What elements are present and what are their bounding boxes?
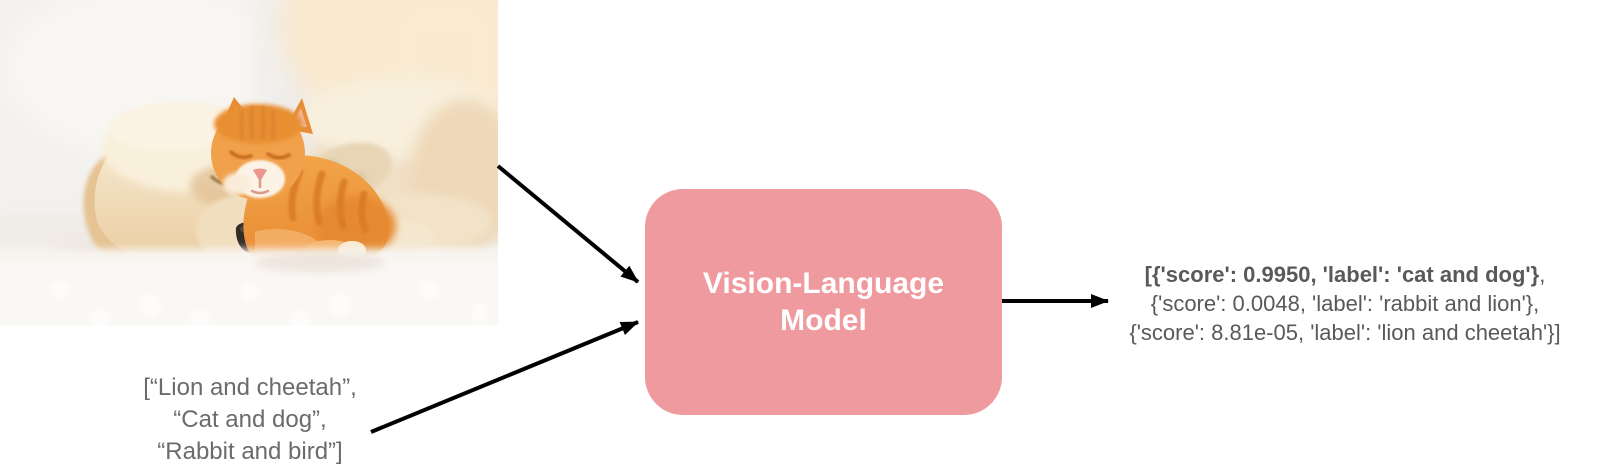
output-line-3: {'score': 8.81e-05, 'label': 'lion and c…	[1129, 320, 1561, 345]
arrow-image-to-model	[496, 164, 640, 284]
puppy-and-kitten-illustration	[0, 0, 498, 325]
model-label-line2: Model	[780, 304, 867, 337]
arrow-text-to-model	[370, 320, 639, 434]
model-label-line1: Vision-Language	[702, 267, 945, 300]
model-output-scores: [{'score': 0.9950, 'label': 'cat and dog…	[1090, 260, 1600, 347]
candidate-label-line: [“Lion and cheetah”,	[143, 374, 357, 401]
candidate-label-line: “Cat and dog”,	[173, 406, 327, 433]
vision-language-model-box: Vision-Language Model	[645, 189, 1002, 415]
puppy-and-kitten-photo	[0, 0, 498, 325]
output-line-1-tail: ,	[1539, 262, 1546, 287]
candidate-label-line: “Rabbit and bird”]	[157, 438, 343, 465]
output-line-1: [{'score': 0.9950, 'label': 'cat and dog…	[1090, 260, 1600, 289]
output-line-1-bold: [{'score': 0.9950, 'label': 'cat and dog…	[1144, 262, 1540, 287]
candidate-labels-list: [“Lion and cheetah”, “Cat and dog”, “Rab…	[100, 372, 400, 468]
output-line-2: {'score': 0.0048, 'label': 'rabbit and l…	[1150, 291, 1540, 316]
